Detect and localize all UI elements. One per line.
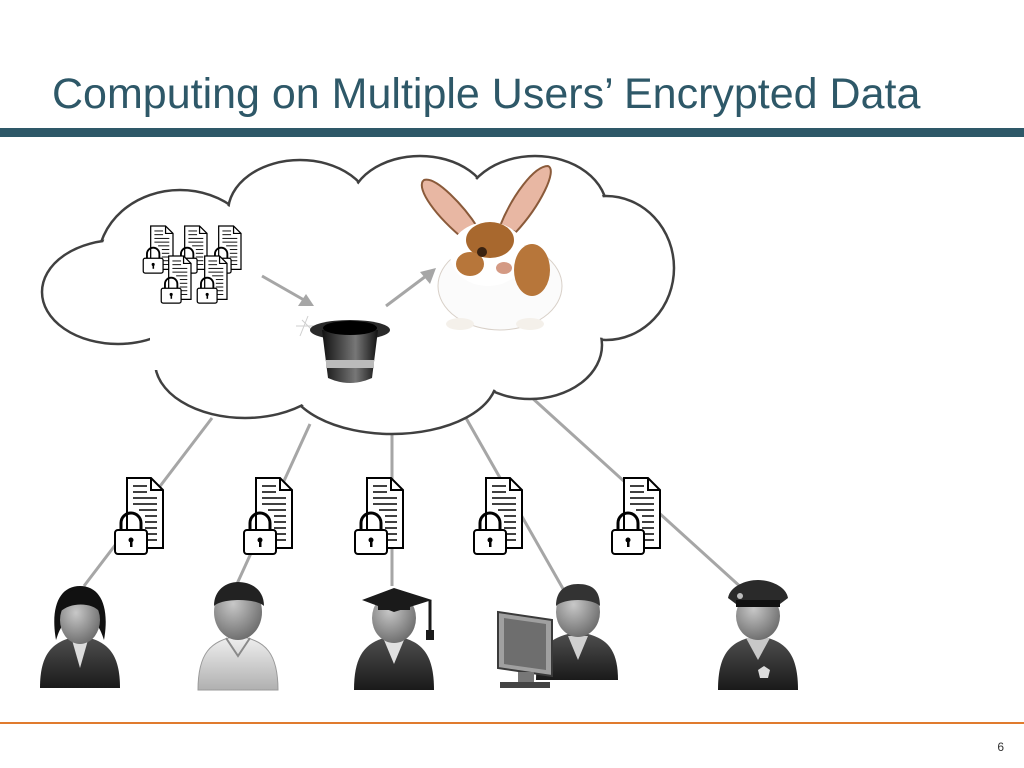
computer-user-icon: [497, 584, 618, 688]
user-document-5: [610, 476, 662, 556]
title-rule: [0, 128, 1024, 137]
user-document-4: [472, 476, 524, 556]
police-officer-user-icon: [718, 580, 798, 690]
user-document-2: [242, 476, 294, 556]
user-document-1: [113, 476, 165, 556]
magic-top-hat: [296, 315, 390, 383]
slide-title: Computing on Multiple Users’ Encrypted D…: [52, 70, 921, 118]
graduate-user-icon: [354, 588, 434, 690]
computer-monitor-icon: [497, 610, 553, 688]
arrow-to-hat: [261, 274, 314, 306]
footer-rule: [0, 722, 1024, 724]
arrow-to-rabbit: [385, 268, 436, 308]
man-user-icon: [197, 582, 279, 691]
cloud: [40, 154, 676, 436]
rabbit-image: [420, 164, 563, 331]
user-document-3: [353, 476, 405, 556]
woman-user-icon: [40, 586, 120, 688]
page-number: 6: [997, 740, 1004, 754]
